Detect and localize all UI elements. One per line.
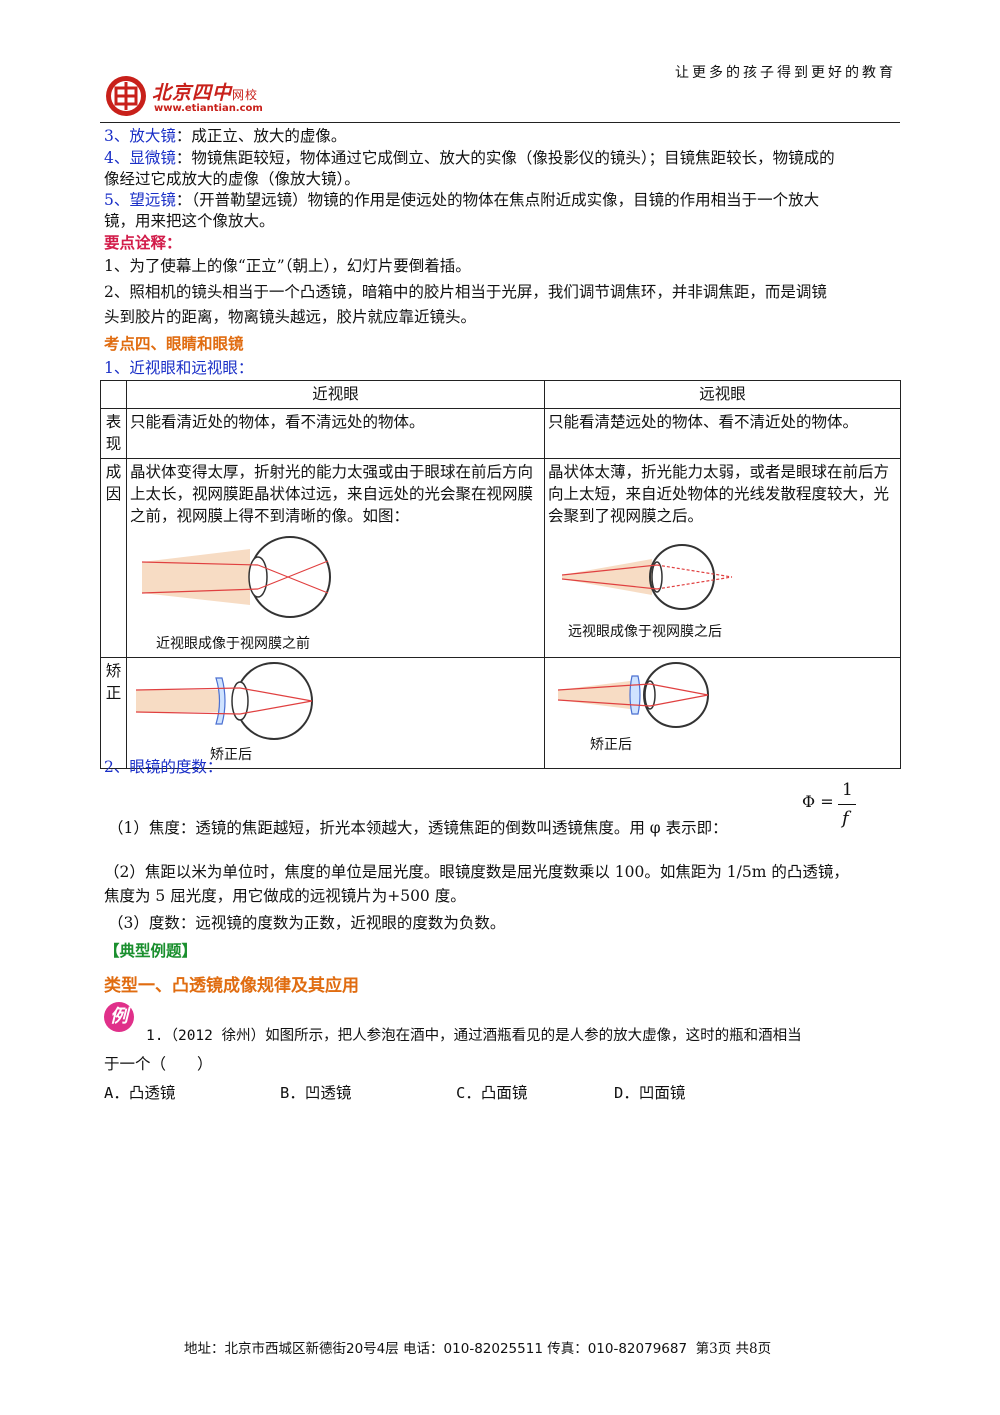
- formula-lhs: Φ =: [802, 792, 834, 811]
- header-rule: [100, 122, 900, 123]
- row-header-cause: 成因: [100, 458, 127, 658]
- hyperopia-correction-caption: 矫正后: [590, 737, 632, 753]
- diopter-text: （2）焦距以米为单位时，焦度的单位是屈光度。眼镜度数是屈光度数乘以 100。如焦…: [104, 863, 849, 881]
- subheading-eyes: 1、近视眼和远视眼：: [104, 359, 254, 377]
- choice-a: A．凸透镜: [104, 1084, 176, 1102]
- item-magnifier: 3、放大镜：成正立、放大的虚像。: [104, 127, 347, 145]
- examples-heading: 【典型例题】: [104, 941, 198, 960]
- degree-text: （3）度数：远视镜的度数为正数，近视眼的度数为负数。: [108, 914, 506, 932]
- logo-brand: 北京四中: [152, 82, 233, 104]
- formula-numerator: 1: [842, 780, 853, 800]
- footer-page: 第3页 共8页: [695, 1341, 772, 1357]
- hyperopia-correction-cell: 矫正后: [544, 657, 901, 769]
- myopia-symptom: 只能看清近处的物体，看不清远处的物体。: [126, 408, 545, 459]
- question-1: 1.（2012 徐州）如图所示，把人参泡在酒中，通过酒瓶看见的是人参的放大虚像，…: [146, 1028, 802, 1044]
- focal-power-formula: Φ = 1 f: [800, 778, 862, 838]
- hyperopia-caption: 远视眼成像于视网膜之后: [568, 624, 722, 640]
- choice-c: C．凸面镜: [456, 1084, 528, 1102]
- subheading-glasses: 2、眼镜的度数：: [104, 758, 223, 776]
- hyperopia-cause: 晶状体太薄，折光能力太弱，或者是眼球在前后方向上太短，来自近处物体的光线发散程度…: [548, 463, 890, 525]
- footer: 地址：北京市西城区新德街20号4层 电话：010-82025511 传真：010…: [184, 1337, 771, 1357]
- key-point-1: 1、为了使幕上的像“正立”（朝上），幻灯片要倒着插。: [104, 257, 471, 275]
- myopia-correction-cell: 矫正后: [126, 657, 545, 769]
- key-point-2: 2、照相机的镜头相当于一个凸透镜，暗箱中的胶片相当于光屏，我们调节调焦环，并非调…: [104, 283, 827, 301]
- myopia-eye-diagram: [142, 536, 331, 618]
- item-microscope: 4、显微镜：物镜焦距较短，物体通过它成倒立、放大的实像（像投影仪的镜头）；目镜焦…: [104, 149, 835, 167]
- item-telescope-cont: 镜，用来把这个像放大。: [104, 212, 275, 230]
- section-heading: 考点四、眼睛和眼镜: [104, 334, 244, 353]
- myopia-correction-caption: 矫正后: [210, 747, 252, 763]
- hyperopia-cause-cell: 晶状体太薄，折光能力太弱，或者是眼球在前后方向上太短，来自近处物体的光线发散程度…: [544, 458, 901, 658]
- item-telescope: 5、望远镜：（开普勒望远镜）物镜的作用是使远处的物体在焦点附近成实像，目镜的作用…: [104, 191, 820, 209]
- key-points-heading: 要点诠释：: [104, 233, 182, 252]
- example-badge: 例: [104, 1002, 134, 1032]
- comparison-table: 近视眼 远视眼 表现 只能看清近处的物体，看不清远处的物体。 只能看清楚远处的物…: [100, 380, 901, 769]
- diopter-text-cont: 焦度为 5 屈光度，用它做成的远视镜片为+500 度。: [104, 887, 466, 905]
- header-slogan: 让更多的孩子得到更好的教育: [675, 65, 896, 81]
- hyperopia-correction-diagram: [558, 662, 709, 728]
- row-header-symptom: 表现: [100, 408, 127, 459]
- item-microscope-cont: 像经过它成放大的虚像（像放大镜）。: [104, 170, 360, 188]
- question-1-cont: 于一个（ ）: [104, 1055, 213, 1073]
- key-point-2-cont: 头到胶片的距离，物离镜头越远，胶片就应靠近镜头。: [104, 308, 477, 326]
- myopia-cause: 晶状体变得太厚，折射光的能力太强或由于眼球在前后方向上太长，视网膜距晶状体过远，…: [130, 463, 534, 525]
- col-header-myopia: 近视眼: [126, 380, 545, 409]
- choice-b: B．凹透镜: [280, 1084, 352, 1102]
- footer-address: 地址：北京市西城区新德街20号4层 电话：010-82025511 传真：010…: [184, 1341, 688, 1357]
- hyperopia-symptom: 只能看清楚远处的物体、看不清近处的物体。: [544, 408, 901, 459]
- logo: 北京四中网校 www.etiantian.com: [104, 74, 304, 120]
- hyperopia-eye-diagram: [562, 544, 733, 610]
- focal-power-text: （1）焦度：透镜的焦距越短，折光本领越大，透镜焦距的倒数叫透镜焦度。用 φ 表示…: [108, 819, 728, 837]
- myopia-caption: 近视眼成像于视网膜之前: [156, 636, 310, 652]
- type1-heading: 类型一、凸透镜成像规律及其应用: [104, 976, 359, 996]
- myopia-correction-diagram: [136, 662, 313, 740]
- logo-emblem-icon: [106, 76, 146, 116]
- formula-denominator: f: [842, 808, 849, 829]
- col-header-hyperopia: 远视眼: [544, 380, 901, 409]
- logo-suffix: 网校: [232, 88, 259, 102]
- myopia-cause-cell: 晶状体变得太厚，折射光的能力太强或由于眼球在前后方向上太长，视网膜距晶状体过远，…: [126, 458, 545, 658]
- row-header-correction: 矫正: [100, 657, 127, 769]
- choice-d: D．凹面镜: [614, 1084, 686, 1102]
- logo-url: www.etiantian.com: [154, 103, 263, 114]
